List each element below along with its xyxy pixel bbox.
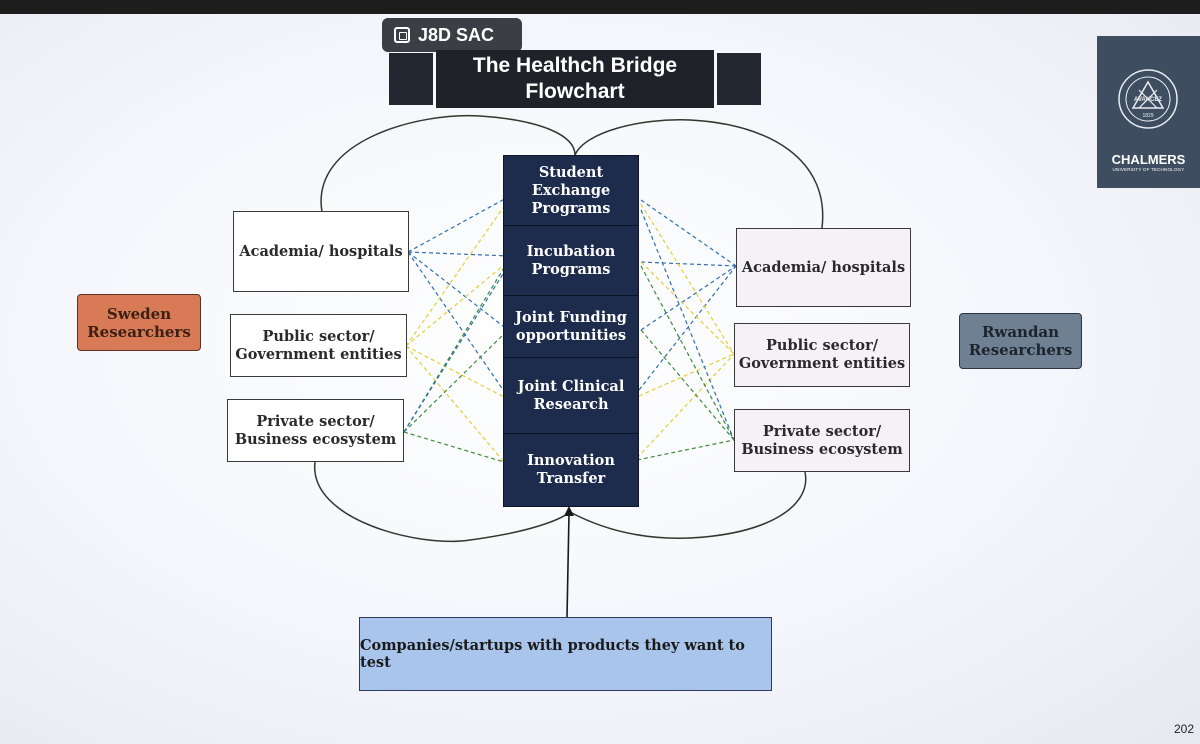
center-activity-stack: Student Exchange Programs Incubation Pro…: [503, 155, 639, 507]
left-academia-label: Academia/ hospitals: [239, 242, 403, 260]
call-badge[interactable]: J8D SAC: [382, 18, 522, 52]
left-public-sector-node: Public sector/ Government entities: [230, 314, 407, 377]
top-left-loop: [320, 114, 576, 213]
companies-arrowhead: [564, 506, 574, 516]
companies-startups-node: Companies/startups with products they wa…: [359, 617, 772, 691]
stack-item-label: Innovation Transfer: [527, 452, 615, 487]
link: [405, 345, 505, 463]
left-public-sector-label: Public sector/ Government entities: [235, 327, 402, 363]
link: [640, 265, 735, 441]
link: [407, 251, 507, 395]
seal-text: AVANCEZ: [1134, 97, 1162, 103]
link: [640, 265, 737, 331]
link: [407, 195, 511, 253]
sweden-researchers-node: Sweden Researchers: [77, 294, 201, 351]
link: [636, 353, 735, 459]
link: [638, 353, 735, 397]
logo-subtitle: UNIVERSITY OF TECHNOLOGY: [1112, 167, 1185, 172]
stack-item-label: Student Exchange Programs: [531, 164, 611, 217]
right-private-sector-label: Private sector/ Business ecosystem: [741, 422, 903, 458]
stack-item-label: Joint Funding opportunities: [515, 309, 627, 344]
stack-item-label: Joint Clinical Research: [517, 378, 625, 413]
stack-item-incubation: Incubation Programs: [503, 225, 639, 297]
link: [640, 203, 735, 355]
right-academia-label: Academia/ hospitals: [741, 258, 906, 276]
stack-item-label: Incubation Programs: [526, 243, 616, 278]
logo-name: CHALMERS: [1111, 152, 1186, 167]
link: [407, 251, 511, 257]
link: [636, 439, 735, 461]
slide-title-line2: Flowchart: [525, 80, 625, 103]
stack-item-joint-clinical-research: Joint Clinical Research: [503, 357, 639, 435]
companies-startups-label: Companies/startups with products they wa…: [360, 637, 745, 671]
top-right-loop: [574, 119, 824, 229]
link: [405, 345, 507, 399]
sweden-researchers-label: Sweden Researchers: [87, 304, 191, 341]
right-public-sector-label: Public sector/ Government entities: [738, 337, 906, 372]
link: [640, 261, 735, 355]
seal-year: 1829: [1142, 113, 1153, 119]
link: [407, 251, 509, 331]
title-wing-left: [389, 53, 433, 105]
link: [638, 265, 737, 391]
link: [403, 257, 511, 433]
right-private-sector-node: Private sector/ Business ecosystem: [734, 409, 910, 472]
right-academia-node: Academia/ hospitals: [736, 228, 911, 307]
slide-title-line1: The Healthch Bridge: [472, 54, 678, 77]
rwandan-researchers-label: Rwandan Researchers: [968, 323, 1073, 359]
window-share-icon: [394, 27, 410, 43]
link: [403, 265, 509, 433]
companies-arrow: [566, 513, 570, 618]
bottom-left-loop: [314, 461, 571, 543]
title-wing-right: [717, 53, 761, 105]
year-fragment: 202: [1174, 722, 1195, 736]
link: [403, 329, 509, 433]
link: [405, 259, 511, 347]
stack-item-innovation-transfer: Innovation Transfer: [503, 433, 639, 507]
chalmers-seal-icon: AVANCEZ 1829: [1118, 69, 1178, 129]
right-public-sector-node: Public sector/ Government entities: [734, 323, 910, 387]
link: [640, 199, 737, 267]
stack-item-student-exchange: Student Exchange Programs: [503, 155, 639, 227]
bottom-right-loop: [569, 471, 807, 539]
rwandan-researchers-node: Rwandan Researchers: [959, 313, 1082, 369]
slide-title: The Healthch Bridge Flowchart: [436, 50, 714, 108]
left-academia-node: Academia/ hospitals: [233, 211, 409, 292]
link: [640, 329, 735, 441]
left-private-sector-node: Private sector/ Business ecosystem: [227, 399, 404, 462]
link: [640, 209, 735, 441]
link: [403, 431, 505, 463]
call-badge-label: J8D SAC: [418, 24, 495, 45]
left-private-sector-label: Private sector/ Business ecosystem: [234, 412, 397, 448]
chalmers-logo: AVANCEZ 1829 CHALMERS UNIVERSITY OF TECH…: [1097, 36, 1200, 188]
link: [640, 261, 737, 267]
link: [405, 197, 511, 347]
stack-item-joint-funding: Joint Funding opportunities: [503, 295, 639, 359]
